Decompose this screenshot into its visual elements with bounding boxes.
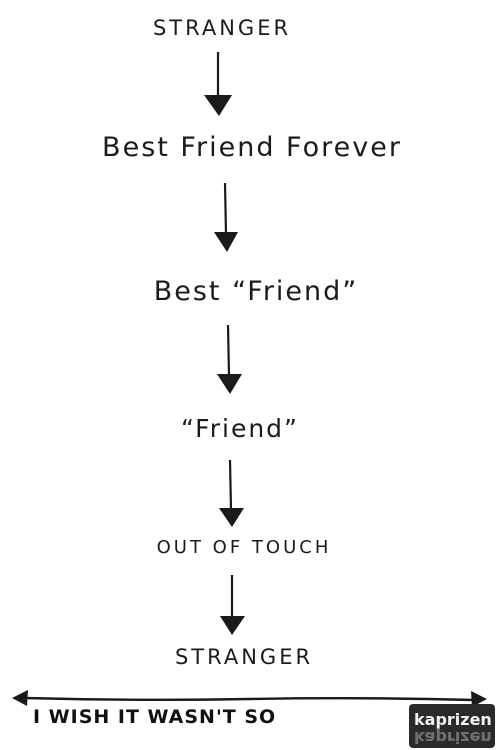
stage-label-out-of-touch: OUT OF TOUCH <box>156 537 332 558</box>
watermark-text: kaprizen <box>414 710 492 729</box>
stage-label-stranger-top: STRANGER <box>152 16 292 40</box>
stage-label-stranger-bottom: STRANGER <box>174 645 314 669</box>
down-arrow-5 <box>220 575 245 635</box>
stage-label-best-quoted-friend: Best “Friend” <box>153 276 359 307</box>
caption: I WISH IT WASN'T SO <box>33 706 277 728</box>
down-arrow-1 <box>204 52 232 116</box>
watermark-logo: kaprizen kaprizen <box>409 704 495 748</box>
down-arrow-2 <box>214 182 238 252</box>
watermark-reflection: kaprizen <box>414 728 492 747</box>
double-headed-arrow <box>12 690 487 707</box>
down-arrow-3 <box>217 324 242 394</box>
down-arrow-4 <box>219 459 244 527</box>
stage-label-best-friend-forever: Best Friend Forever <box>102 132 402 163</box>
stage-label-quoted-friend: “Friend” <box>180 414 300 443</box>
